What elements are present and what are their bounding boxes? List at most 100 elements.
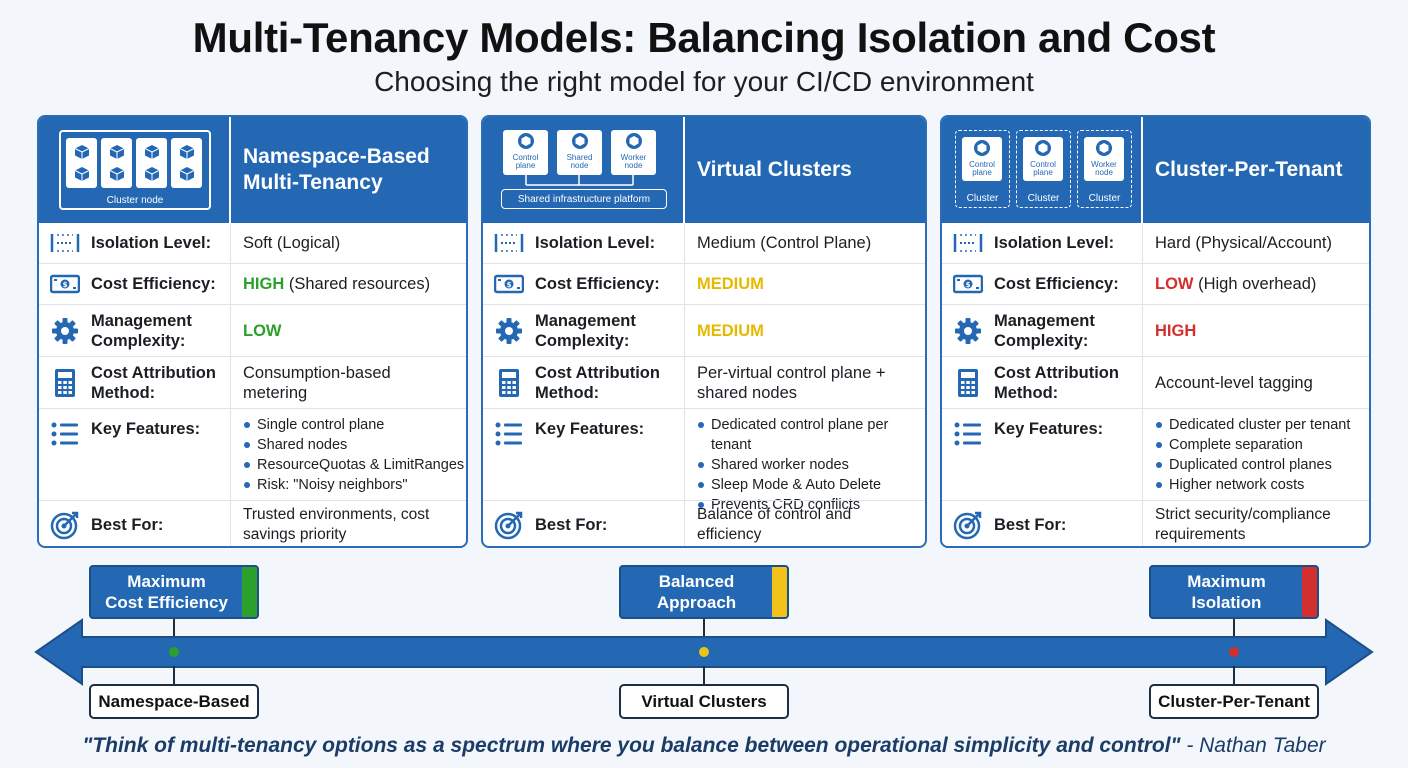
row-label: Cost Efficiency:: [994, 275, 1119, 293]
target-icon: [952, 510, 984, 540]
calculator-icon: [493, 368, 525, 398]
namespace-box: [101, 138, 132, 188]
attribution-value: Per-virtual control plane +shared nodes: [697, 363, 886, 402]
row-label: Key Features:: [91, 420, 201, 438]
cube-icon: [179, 167, 194, 181]
cluster-node-frame: Cluster node: [59, 130, 211, 210]
attribution-value: Account-level tagging: [1155, 373, 1313, 392]
cube-icon: [144, 145, 159, 159]
feature-item: Sleep Mode & Auto Delete: [697, 475, 925, 495]
spectrum-point-cluster: [1229, 647, 1239, 657]
cost-level: LOW: [1155, 275, 1194, 293]
connector-line: [1233, 666, 1235, 686]
vc-connector-lines: [525, 175, 634, 186]
page-subtitle: Choosing the right model for your CI/CD …: [374, 66, 1034, 97]
cube-icon: [109, 145, 124, 159]
yellow-stripe: [772, 567, 787, 617]
calculator-icon: [952, 368, 984, 398]
row-label: Best For:: [994, 515, 1067, 534]
quote-author: - Nathan Taber: [1180, 734, 1326, 757]
features-list: Dedicated control plane per tenant Share…: [697, 415, 925, 515]
cube-icon: [517, 133, 534, 149]
page-title: Multi-Tenancy Models: Balancing Isolatio…: [192, 14, 1216, 61]
mgmt-level: MEDIUM: [697, 321, 764, 340]
row-key-features: Key Features: Dedicated cluster per tena…: [942, 408, 1369, 500]
gear-icon: [493, 316, 525, 346]
cube-icon: [571, 133, 588, 149]
cost-efficiency-value: HIGH (Shared resources): [231, 264, 466, 304]
list-icon: [493, 419, 525, 449]
money-icon: $: [493, 269, 525, 299]
connector-line: [703, 618, 705, 636]
tenant-node: Control plane: [962, 137, 1002, 181]
cost-note: (Shared resources): [288, 275, 431, 293]
management-value: MEDIUM: [685, 305, 925, 356]
isolation-value: Hard (Physical/Account): [1155, 234, 1332, 252]
cluster-node-illustration: Cluster node: [39, 117, 231, 223]
card-header: Control plane Cluster Control plane Clus…: [942, 117, 1369, 223]
features-value: Single control plane Shared nodes Resour…: [231, 409, 466, 500]
feature-item: Dedicated control plane per tenant: [697, 415, 925, 455]
cost-level: HIGH: [243, 275, 285, 293]
cube-icon: [179, 145, 194, 159]
svg-text:$: $: [966, 281, 971, 289]
feature-item: Shared nodes: [243, 435, 464, 455]
cube-icon: [974, 140, 990, 156]
namespace-boxes: [66, 138, 202, 188]
spectrum-point-namespace: [169, 647, 179, 657]
row-isolation: Isolation Level: Hard (Physical/Account): [942, 223, 1369, 263]
cost-note: (High overhead): [1198, 275, 1317, 293]
isolation-value: Medium (Control Plane): [697, 234, 872, 252]
spectrum-bottom-virtual: Virtual Clusters: [619, 684, 789, 719]
row-label: Cost Efficiency:: [91, 275, 216, 293]
tenant-node-label: Control plane: [969, 160, 995, 177]
namespace-box: [171, 138, 202, 188]
card-title: Virtual Clusters: [697, 158, 852, 181]
vc-box: Shared node: [557, 130, 602, 175]
cube-icon: [74, 145, 89, 159]
row-key-features: Key Features: Single control plane Share…: [39, 408, 466, 500]
row-cost-efficiency: $Cost Efficiency: MEDIUM: [483, 263, 925, 304]
spectrum-bottom-namespace: Namespace-Based: [89, 684, 259, 719]
card-title: Cluster-Per-Tenant: [1155, 158, 1343, 181]
card-title-line: Namespace-Based: [243, 145, 430, 168]
quote-text: "Think of multi-tenancy options as a spe…: [82, 734, 1181, 757]
cube-icon: [109, 167, 124, 181]
red-stripe: [1302, 567, 1317, 617]
feature-item: Risk: "Noisy neighbors": [243, 475, 464, 495]
vc-box-label: Control plane: [512, 153, 539, 170]
connector-line: [173, 618, 175, 636]
cost-level: MEDIUM: [697, 275, 764, 293]
feature-item: Dedicated cluster per tenant: [1155, 415, 1350, 435]
gear-icon: [952, 316, 984, 346]
mgmt-level: LOW: [243, 321, 282, 340]
row-label: Key Features:: [994, 420, 1104, 438]
feature-item: Shared worker nodes: [697, 455, 925, 475]
shared-infra-label: Shared infrastructure platform: [501, 189, 667, 209]
management-value: HIGH: [1143, 305, 1369, 356]
feature-item: Duplicated control planes: [1155, 455, 1350, 475]
row-label: Best For:: [91, 515, 164, 534]
tenant-cluster-label: Cluster: [966, 193, 999, 204]
feature-item: Higher network costs: [1155, 475, 1350, 495]
cost-efficiency-value: LOW (High overhead): [1143, 264, 1369, 304]
feature-item: Prevents CRD conflicts: [697, 495, 925, 515]
row-label: Best For:: [535, 515, 608, 534]
target-icon: [49, 510, 81, 540]
connector-line: [173, 666, 175, 686]
cost-efficiency-value: MEDIUM: [685, 264, 925, 304]
mgmt-level: HIGH: [1155, 321, 1197, 340]
row-cost-efficiency: $ Cost Efficiency: LOW (High overhead): [942, 263, 1369, 304]
